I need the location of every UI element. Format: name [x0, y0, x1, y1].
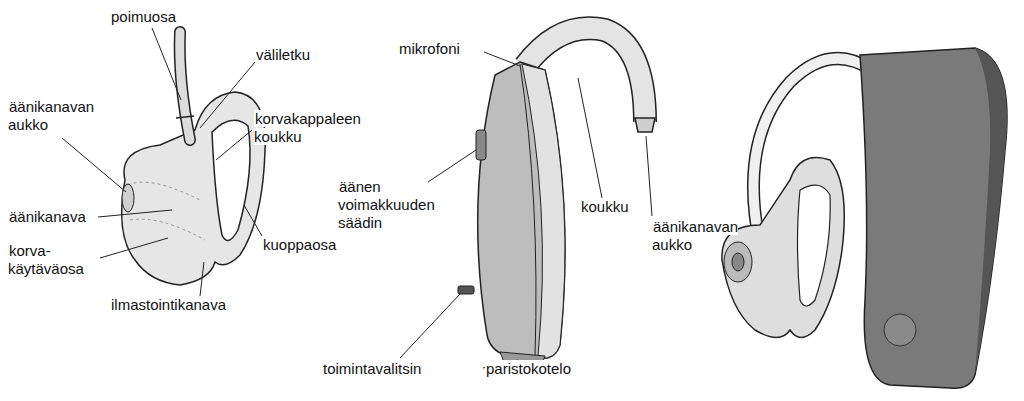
part-label: äänen voimakkuuden säädin — [338, 178, 448, 232]
part-label: kuoppaosa — [262, 236, 352, 254]
part-label-text: äänikanava — [8, 208, 87, 225]
part-label-text: korva- käytäväosa — [8, 242, 85, 277]
part-label-text: väliletku — [255, 46, 311, 63]
part-label-text: äänen voimakkuuden säädin — [338, 178, 435, 231]
part-label-text: koukku — [580, 198, 630, 215]
part-label: äänikanavan aukko — [652, 218, 752, 254]
part-label-text: korvakappaleen koukku — [254, 110, 361, 145]
part-label: mikrofoni — [398, 40, 488, 58]
part-label-text: äänikanavan aukko — [8, 98, 94, 133]
part-label: paristokotelo — [485, 360, 605, 378]
part-label: äänikanavan aukko — [8, 98, 108, 134]
part-label-text: ilmastointikanava — [110, 296, 227, 313]
part-label-text: poimuosa — [110, 8, 177, 25]
part-label: poimuosa — [110, 8, 200, 26]
part-label: koukku — [580, 198, 650, 216]
part-label-text: kuoppaosa — [262, 236, 337, 253]
part-label-text: toimintavalitsin — [322, 360, 422, 377]
part-label: korvakappaleen koukku — [254, 110, 394, 146]
part-label: väliletku — [255, 46, 345, 64]
part-label: korva- käytäväosa — [8, 242, 98, 278]
part-label: äänikanava — [8, 208, 108, 226]
part-label: ilmastointikanava — [110, 296, 270, 314]
part-label: toimintavalitsin — [322, 360, 462, 378]
part-label-text: äänikanavan aukko — [652, 218, 738, 253]
part-label-text: mikrofoni — [398, 40, 461, 57]
part-label-text: paristokotelo — [485, 360, 572, 377]
